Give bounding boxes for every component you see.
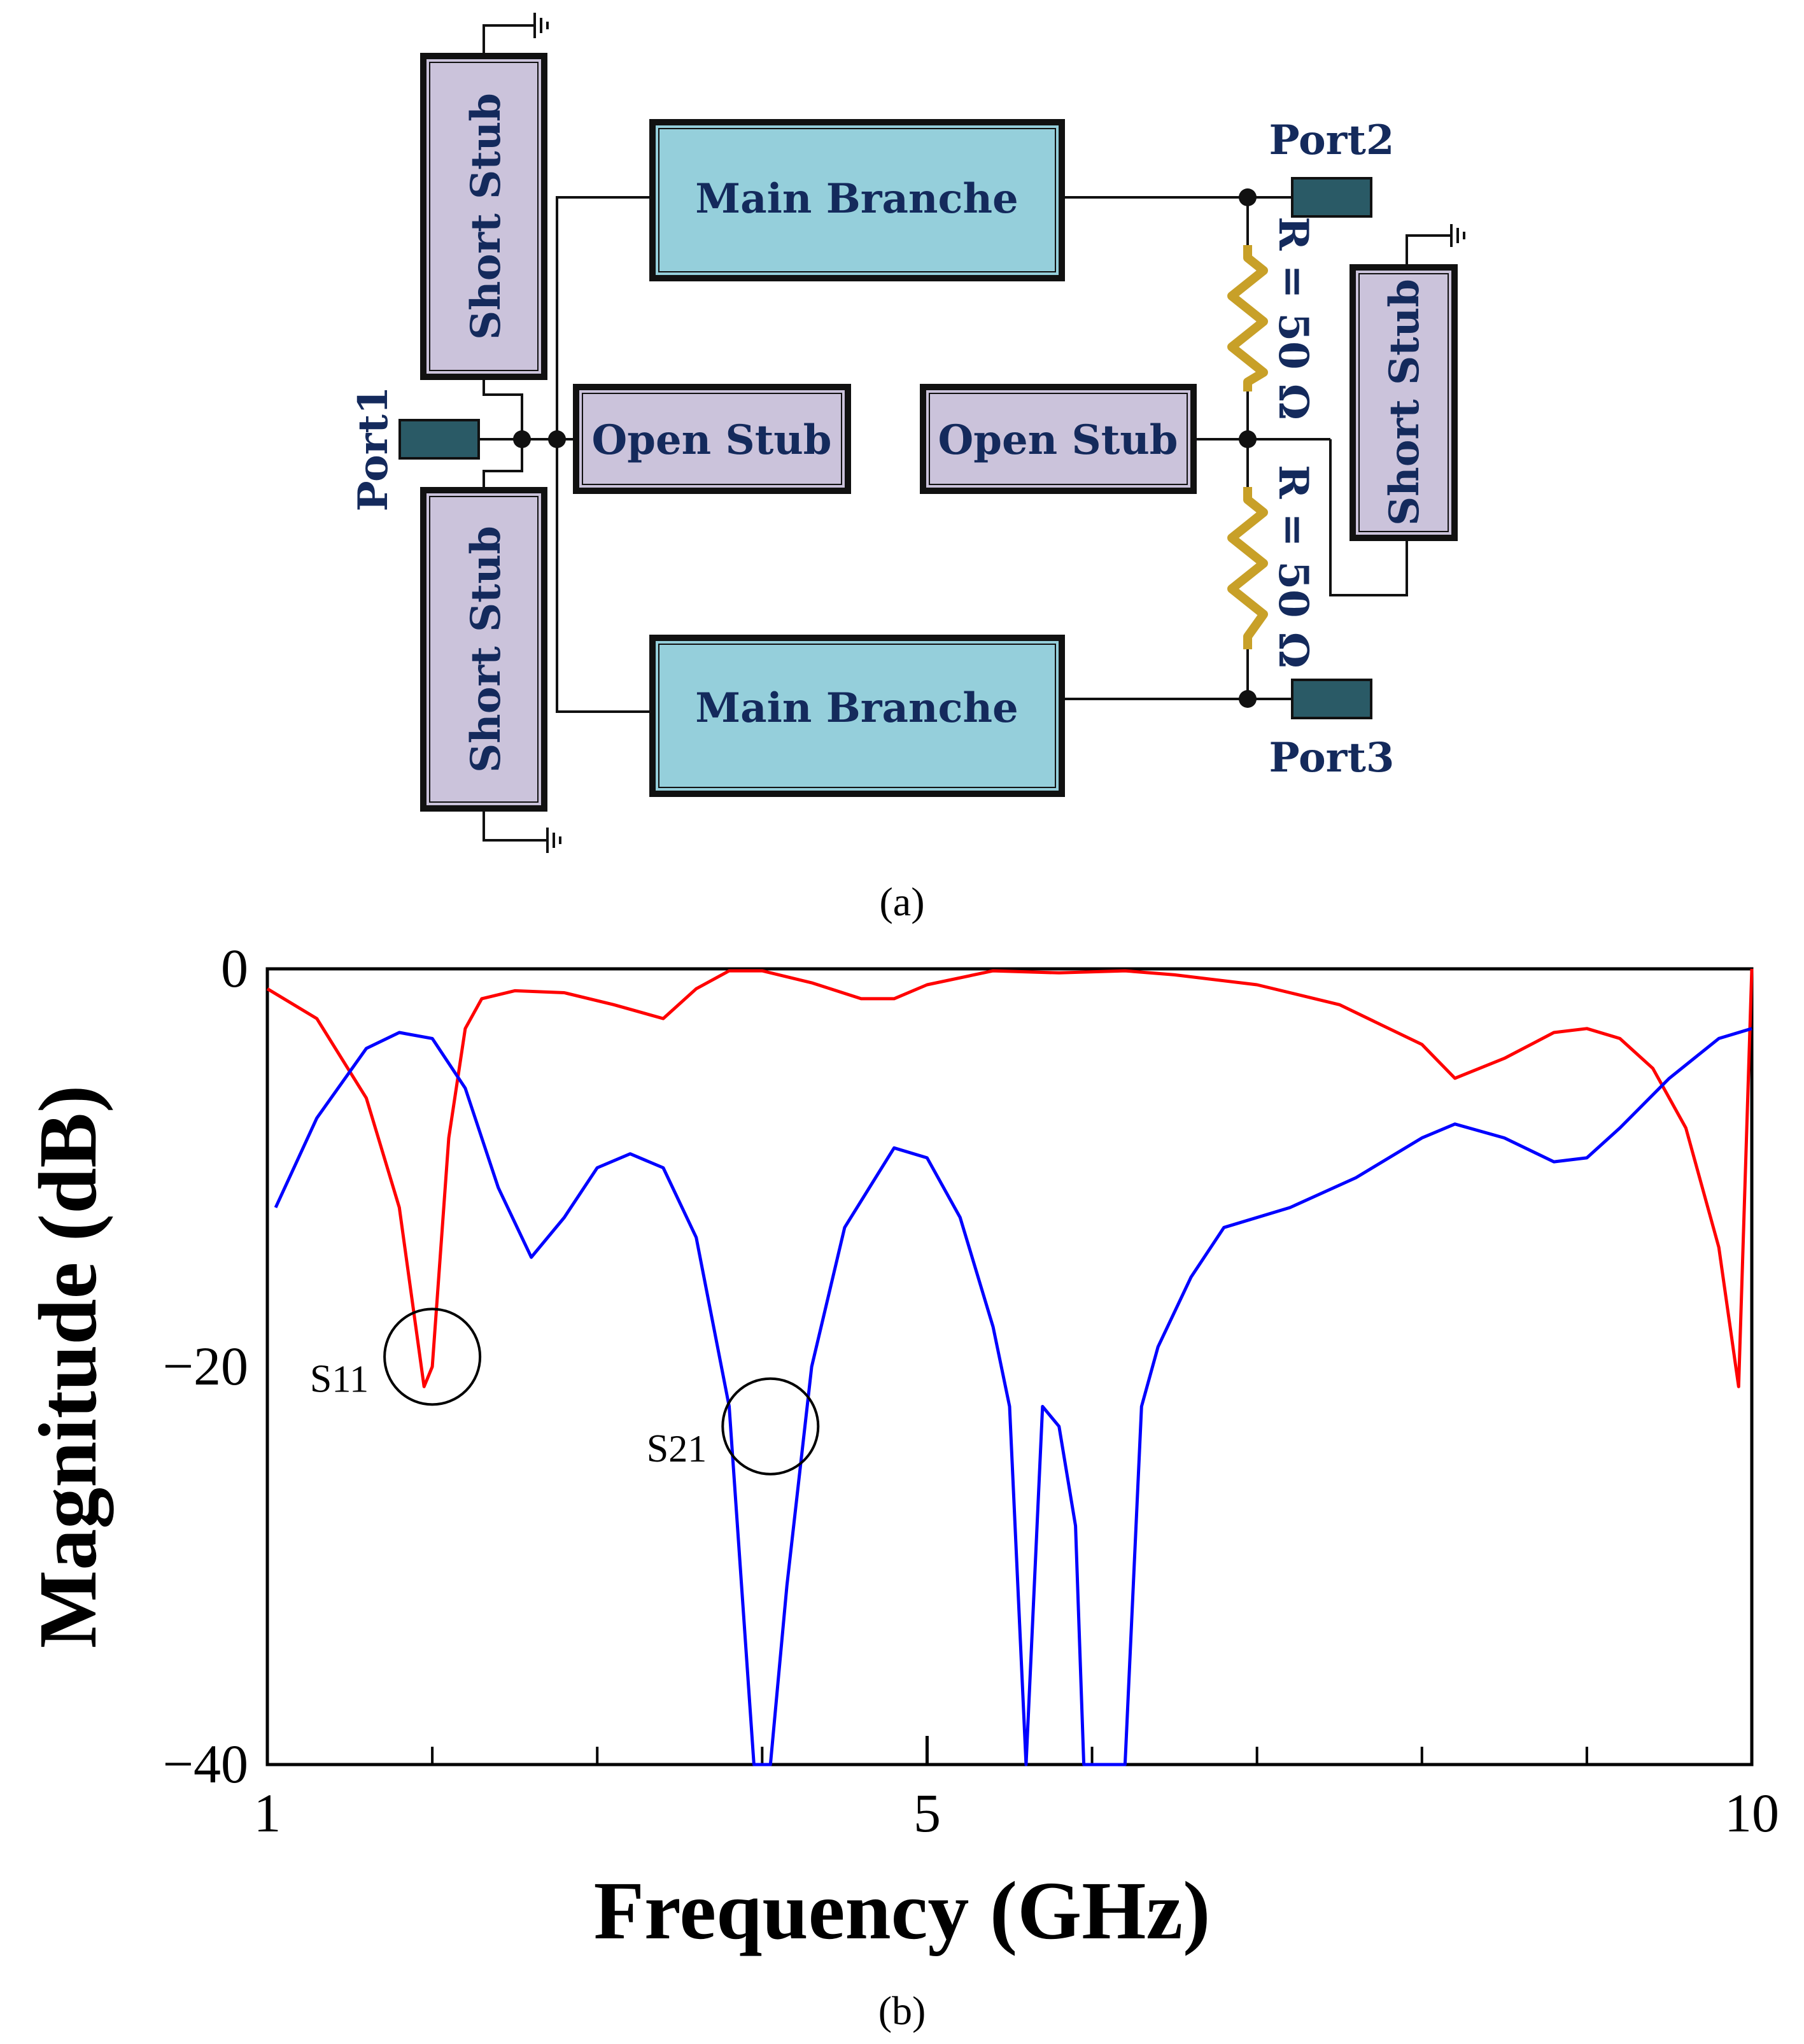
y-ticks: 0 −20 −40: [162, 938, 248, 1794]
port1-label: Port1: [349, 386, 397, 512]
y-tick-label: 0: [221, 938, 248, 999]
caption-b: (b): [878, 1988, 926, 2033]
resistor-top-label: R = 50 Ω: [1269, 216, 1317, 420]
main-branch-top: Main Branche: [649, 119, 1065, 281]
circuit-diagram: Main Branche Main Branche Short Stub Sho…: [349, 13, 1465, 924]
plot-frame: [265, 967, 1754, 1766]
series-s11-line: [266, 968, 1754, 1388]
main-branch-bottom: Main Branche: [649, 635, 1065, 797]
short-stub-top-label: Short Stub: [462, 93, 510, 340]
main-branch-top-label: Main Branche: [695, 175, 1018, 223]
x-axis-title: Frequency (GHz): [594, 1865, 1211, 1957]
x-tick-label: 1: [254, 1782, 281, 1843]
series-s21-line: [274, 1027, 1752, 1766]
annotation-circle: [383, 1307, 482, 1406]
port2-label: Port2: [1269, 116, 1395, 164]
open-stub-right-label: Open Stub: [938, 416, 1178, 464]
port3-label: Port3: [1269, 734, 1395, 782]
annotation-circle: [721, 1377, 820, 1476]
short-stub-bottom-label: Short Stub: [462, 526, 510, 773]
y-tick-label: −40: [162, 1733, 248, 1794]
circuit-wires: [479, 13, 1465, 853]
x-tick-label: 10: [1724, 1782, 1779, 1843]
short-stub-right: Short Stub: [1349, 264, 1458, 541]
y-tick-label: −20: [162, 1336, 248, 1397]
port2-block: [1291, 177, 1372, 218]
caption-a: (a): [879, 879, 924, 924]
short-stub-bottom: Short Stub: [420, 487, 547, 812]
short-stub-right-label: Short Stub: [1381, 279, 1428, 526]
resistor-top-symbol: [1227, 245, 1268, 391]
y-axis-title: Magnitude (dB): [22, 1085, 114, 1649]
open-stub-left-label: Open Stub: [591, 416, 831, 464]
port3-block: [1291, 679, 1372, 719]
annotation-label: S11: [310, 1357, 369, 1400]
annotation-label: S21: [647, 1427, 707, 1470]
main-branch-bottom-label: Main Branche: [695, 684, 1018, 732]
resistor-bottom-label: R = 50 Ω: [1269, 465, 1317, 668]
x-tick-label: 5: [913, 1782, 941, 1843]
series-layer: [266, 968, 1754, 1766]
port1-block: [398, 419, 480, 460]
junction-dots: [513, 188, 1257, 708]
resistor-bottom-symbol: [1227, 487, 1268, 649]
open-stub-right: Open Stub: [920, 384, 1197, 494]
short-stub-top: Short Stub: [420, 53, 547, 380]
open-stub-left: Open Stub: [573, 384, 851, 494]
